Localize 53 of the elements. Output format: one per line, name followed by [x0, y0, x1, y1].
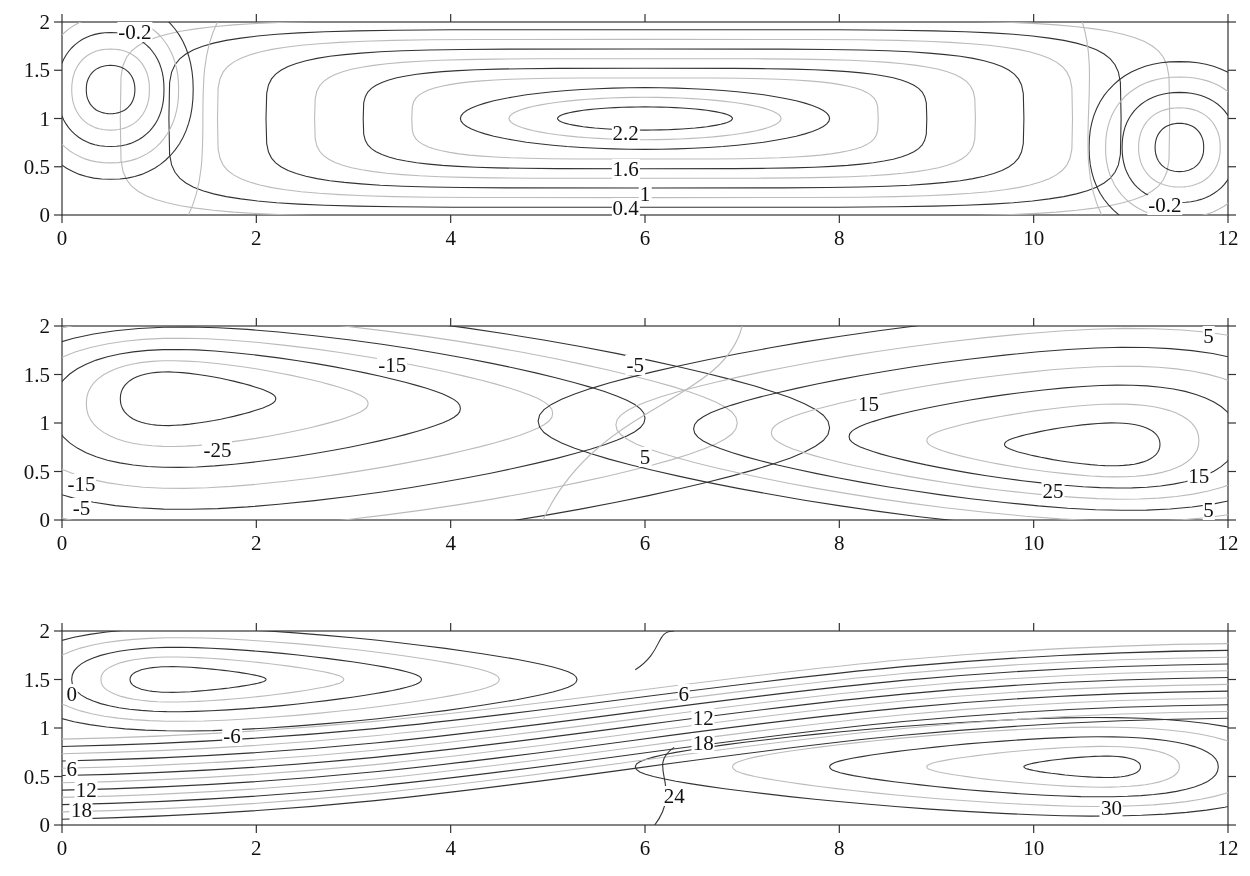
- axis-tick-label: 1.5: [23, 363, 50, 386]
- axis-tick-label: 1.5: [23, 668, 50, 691]
- contour-label: -0.2: [117, 21, 153, 42]
- contour-label: 12: [74, 780, 98, 801]
- axis-tick-label: 8: [834, 227, 845, 249]
- axis-tick-label: 1: [39, 717, 50, 739]
- axis-tick-label: 2: [39, 315, 50, 337]
- axis-tick-label: 4: [445, 532, 456, 554]
- axis-tick-label: 2: [39, 11, 50, 33]
- axis-tick-label: 6: [639, 837, 651, 859]
- contour-label: 18: [69, 800, 93, 821]
- axis-tick-label: 1: [39, 107, 50, 130]
- axis-tick-label: 10: [1023, 532, 1045, 554]
- axis-tick-label: 2: [251, 227, 262, 249]
- axis-tick-label: 0: [56, 227, 68, 249]
- contour-label: 5: [1202, 500, 1215, 521]
- contour-label: 6: [65, 758, 78, 779]
- axis-tick-label: 0.5: [23, 460, 50, 483]
- axis-tick-label: 8: [834, 532, 845, 554]
- contour-label: 5: [638, 446, 652, 467]
- axis-tick-label: 4: [445, 227, 456, 249]
- axis-tick-label: 2: [251, 532, 262, 554]
- axis-tick-label: 2: [39, 620, 50, 642]
- contour-label: 18: [691, 732, 715, 753]
- axis-tick-label: 0: [39, 509, 50, 531]
- axis-tick-label: 10: [1023, 227, 1045, 249]
- axis-tick-label: 6: [639, 532, 651, 554]
- contour-label: 12: [691, 708, 715, 729]
- axis-tick-label: 0: [56, 532, 68, 554]
- axis-tick-label: 0.5: [23, 155, 50, 178]
- contour-label: 24: [662, 785, 686, 806]
- axis-tick-label: 12: [1217, 227, 1239, 249]
- axis-tick-label: 2: [251, 837, 262, 859]
- contour-label: 15: [856, 393, 880, 414]
- axis-tick-label: 0: [56, 837, 68, 859]
- axis-tick-label: 1: [39, 412, 50, 434]
- contour-label: -0.2: [1147, 195, 1183, 216]
- contour-label: -5: [625, 354, 646, 375]
- contour-label: 1.6: [611, 158, 640, 179]
- contour-label: -6: [222, 725, 242, 746]
- axis-tick-label: 0: [39, 204, 50, 226]
- axis-tick-label: 6: [639, 227, 651, 249]
- axis-tick-label: 0: [39, 814, 50, 836]
- axis-tick-label: 1.5: [23, 59, 50, 82]
- contour-label: 5: [1202, 325, 1215, 346]
- axis-tick-label: 0.5: [23, 765, 50, 788]
- axis-tick-label: 12: [1217, 532, 1239, 554]
- axis-tick-label: 8: [834, 837, 845, 859]
- axis-tick-label: 4: [445, 837, 456, 859]
- axis-tick-label: 10: [1023, 837, 1045, 859]
- contour-label: 0.4: [611, 198, 640, 219]
- contour-label: 25: [1041, 480, 1065, 501]
- axis-tick-label: 12: [1217, 837, 1239, 859]
